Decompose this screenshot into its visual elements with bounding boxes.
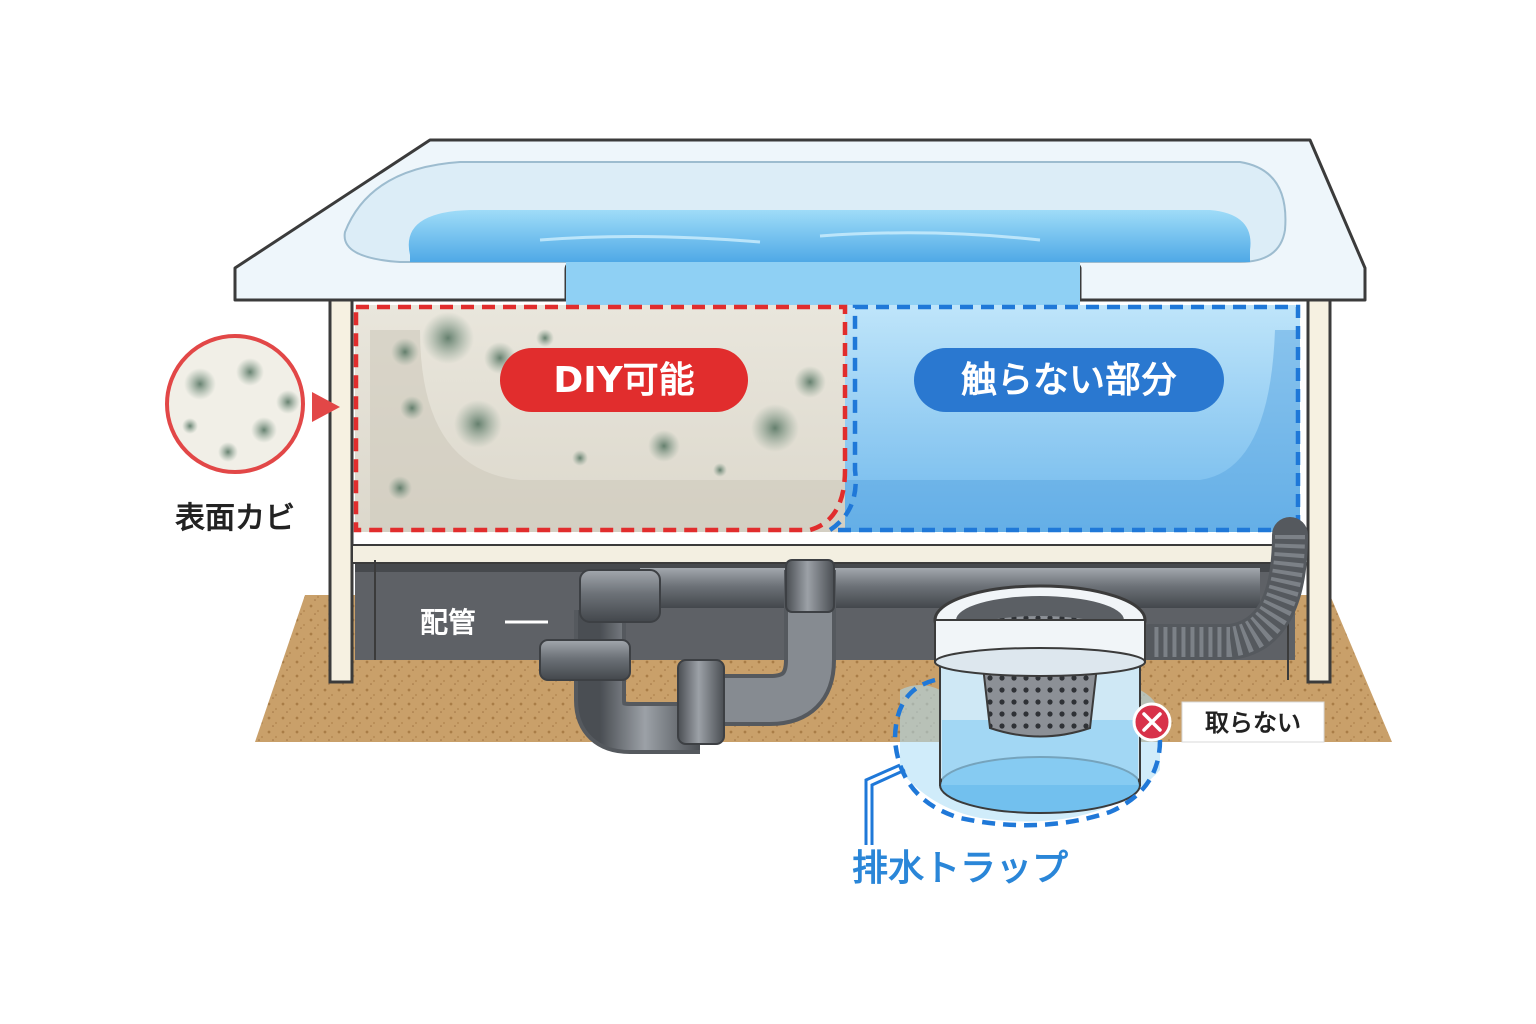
mold-spots xyxy=(388,312,826,500)
no-touch-badge: 触らない部分 xyxy=(914,348,1224,412)
triangle-arrow-icon xyxy=(312,392,340,422)
no-touch-zone-outline xyxy=(822,304,1301,533)
diy-zone-outline xyxy=(353,304,848,533)
no-touch-badge-label: 触らない部分 xyxy=(961,360,1177,401)
drain-trap-outline xyxy=(892,677,1163,828)
mold-callout: 表面カビ xyxy=(165,334,340,536)
diy-badge-label: DIY可能 xyxy=(553,360,694,401)
drain-trap xyxy=(900,584,1160,822)
piping xyxy=(539,559,836,754)
drain-trap-leader xyxy=(870,768,906,845)
drain-trap-label: 排水トラップ xyxy=(852,848,1068,889)
do-not-remove-callout: 取らない xyxy=(1132,701,1325,743)
diy-badge: DIY可能 xyxy=(500,348,748,412)
piping-label: 配管 xyxy=(420,606,476,639)
do-not-remove-label: 取らない xyxy=(1205,709,1301,737)
frame-leg-left xyxy=(328,298,354,684)
frame-leg-right xyxy=(1306,298,1332,684)
surface-mold-label: 表面カビ xyxy=(175,501,295,536)
